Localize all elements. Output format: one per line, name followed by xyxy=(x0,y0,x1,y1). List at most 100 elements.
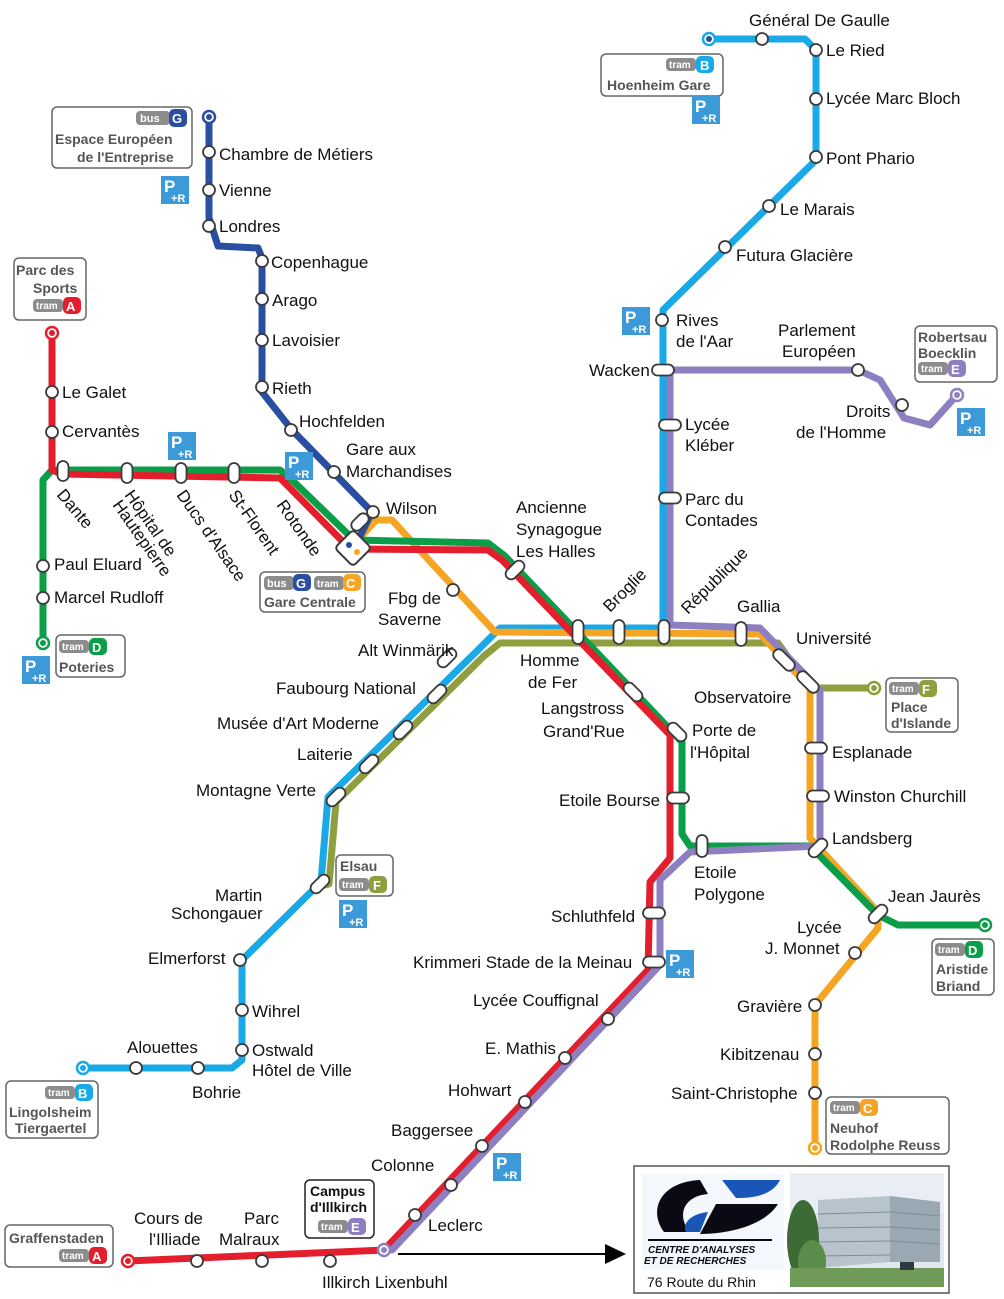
station-stop-marker[interactable] xyxy=(45,385,59,399)
station-general-de-gaulle[interactable]: Général De Gaulle xyxy=(749,11,890,30)
station-parc-malraux-1[interactable]: Parc xyxy=(244,1209,279,1228)
station-ancienne-syn-1[interactable]: Ancienne xyxy=(516,498,587,517)
station-illkirch-lixenbuhl[interactable]: Illkirch Lixenbuhl xyxy=(322,1273,448,1292)
station-stop-marker[interactable] xyxy=(255,1254,269,1268)
station-stop-marker[interactable] xyxy=(36,559,50,573)
station-londres[interactable]: Londres xyxy=(219,217,280,236)
station-langstross-1[interactable]: Langstross xyxy=(541,699,624,718)
station-arago[interactable]: Arago xyxy=(272,291,317,310)
station-le-ried[interactable]: Le Ried xyxy=(826,41,885,60)
station-stop-marker[interactable] xyxy=(202,145,216,159)
interchange-marker[interactable] xyxy=(642,955,666,969)
station-parc-malraux-2[interactable]: Malraux xyxy=(219,1230,280,1249)
station-stop-marker[interactable] xyxy=(284,423,298,437)
station-vienne[interactable]: Vienne xyxy=(219,181,272,200)
station-stop-marker[interactable] xyxy=(809,150,823,164)
station-stop-marker[interactable] xyxy=(848,946,862,960)
station-martin-schongauer-2[interactable]: Schongauer xyxy=(171,904,263,923)
station-stop-marker[interactable] xyxy=(808,1086,822,1100)
station-wihrel[interactable]: Wihrel xyxy=(252,1002,300,1021)
station-porte-hopital-2[interactable]: l'Hôpital xyxy=(690,743,750,762)
interchange-marker[interactable] xyxy=(503,558,526,581)
terminal-lingolsheim[interactable]: tram B Lingolsheim Tiergaertel xyxy=(5,1080,99,1139)
terminal-elsau[interactable]: Elsau tram F xyxy=(335,854,394,897)
station-stop-marker[interactable] xyxy=(762,199,776,213)
station-etoile-bourse[interactable]: Etoile Bourse xyxy=(559,791,660,810)
station-etoile-polygone-2[interactable]: Polygone xyxy=(694,885,765,904)
station-rives-aar-1[interactable]: Rives xyxy=(676,311,719,330)
station-stop-marker[interactable] xyxy=(808,998,822,1012)
station-stop-marker[interactable] xyxy=(255,380,269,394)
station-cours-illiade-1[interactable]: Cours de xyxy=(134,1209,203,1228)
interchange-marker[interactable] xyxy=(642,906,666,920)
station-fbg-saverne-1[interactable]: Fbg de xyxy=(388,589,441,608)
station-laiterie[interactable]: Laiterie xyxy=(297,745,353,764)
station-st-florent[interactable]: St-Florent xyxy=(225,486,284,558)
station-hohwart[interactable]: Hohwart xyxy=(448,1081,512,1100)
station-lycee-kleber-2[interactable]: Kléber xyxy=(685,436,734,455)
station-ancienne-syn-3[interactable]: Les Halles xyxy=(516,542,595,561)
station-stop-marker[interactable] xyxy=(518,1095,532,1109)
interchange-marker[interactable] xyxy=(174,462,188,484)
station-ostwald-2[interactable]: Hôtel de Ville xyxy=(252,1061,352,1080)
station-stop-marker[interactable] xyxy=(851,363,865,377)
station-esplanade[interactable]: Esplanade xyxy=(832,743,912,762)
station-langstross-2[interactable]: Grand'Rue xyxy=(543,722,625,741)
station-le-galet[interactable]: Le Galet xyxy=(62,383,127,402)
terminal-robertsau[interactable]: Robertsau Boecklin tram E xyxy=(914,325,998,383)
station-stop-marker[interactable] xyxy=(129,1061,143,1075)
station-copenhague[interactable]: Copenhague xyxy=(271,253,368,272)
interchange-marker[interactable] xyxy=(806,789,830,803)
station-baggersee[interactable]: Baggersee xyxy=(391,1121,473,1140)
interchange-marker[interactable] xyxy=(657,619,671,645)
station-bohrie[interactable]: Bohrie xyxy=(192,1083,241,1102)
interchange-marker[interactable] xyxy=(357,752,380,775)
station-kibitzenau[interactable]: Kibitzenau xyxy=(720,1045,799,1064)
interchange-marker[interactable] xyxy=(391,718,414,741)
terminal-poteries[interactable]: tram D Poteries xyxy=(55,634,126,678)
terminal-neuhof[interactable]: tram C Neuhof Rodolphe Reuss xyxy=(825,1096,950,1155)
interchange-marker[interactable] xyxy=(56,460,70,482)
interchange-marker[interactable] xyxy=(120,462,134,484)
station-parlement-2[interactable]: Européen xyxy=(782,342,856,361)
interchange-marker[interactable] xyxy=(666,791,690,805)
terminal-parc-sports[interactable]: Parc des Sports tram A xyxy=(13,257,87,321)
interchange-marker[interactable] xyxy=(665,720,688,743)
station-gare-marchandises-2[interactable]: Marchandises xyxy=(346,462,452,481)
terminal-place-islande[interactable]: tram F Place d'Islande xyxy=(885,677,959,733)
station-elmerforst[interactable]: Elmerforst xyxy=(148,949,226,968)
interchange-marker[interactable] xyxy=(806,836,829,859)
station-stop-marker[interactable] xyxy=(255,254,269,268)
station-wilson[interactable]: Wilson xyxy=(386,499,437,518)
station-stop-marker[interactable] xyxy=(255,292,269,306)
station-stop-marker[interactable] xyxy=(475,1139,489,1153)
station-stop-marker[interactable] xyxy=(601,1012,615,1026)
station-parc-contades-2[interactable]: Contades xyxy=(685,511,758,530)
interchange-marker[interactable] xyxy=(349,511,371,533)
station-broglie[interactable]: Broglie xyxy=(599,565,650,616)
station-gare-marchandises-1[interactable]: Gare aux xyxy=(346,440,416,459)
station-stop-marker[interactable] xyxy=(444,1178,458,1192)
station-stop-marker[interactable] xyxy=(366,505,380,519)
station-parlement-1[interactable]: Parlement xyxy=(778,321,856,340)
terminal-campus-illkirch[interactable]: Campus d'Illkirch tram E xyxy=(304,1179,375,1239)
station-lavoisier[interactable]: Lavoisier xyxy=(272,331,340,350)
station-stop-marker[interactable] xyxy=(235,1003,249,1017)
station-stop-marker[interactable] xyxy=(255,333,269,347)
terminal-espace-europeen[interactable]: bus G Espace Européen de l'Entreprise xyxy=(51,106,193,169)
station-parc-contades-1[interactable]: Parc du xyxy=(685,490,744,509)
station-gallia[interactable]: Gallia xyxy=(737,597,781,616)
station-fbg-saverne-2[interactable]: Saverne xyxy=(378,610,441,629)
station-martin-schongauer-1[interactable]: Martin xyxy=(215,886,262,905)
station-alouettes[interactable]: Alouettes xyxy=(127,1038,198,1057)
station-stop-marker[interactable] xyxy=(895,398,909,412)
station-krimmeri[interactable]: Krimmeri Stade de la Meinau xyxy=(413,953,632,972)
station-observatoire[interactable]: Observatoire xyxy=(694,688,791,707)
station-winston-churchill[interactable]: Winston Churchill xyxy=(834,787,966,806)
interchange-marker[interactable] xyxy=(227,462,241,484)
interchange-marker[interactable] xyxy=(621,680,644,703)
station-cervantes[interactable]: Cervantès xyxy=(62,422,139,441)
station-colonne[interactable]: Colonne xyxy=(371,1156,434,1175)
interchange-marker[interactable] xyxy=(771,647,797,673)
station-futura-glaciere[interactable]: Futura Glacière xyxy=(736,246,853,265)
